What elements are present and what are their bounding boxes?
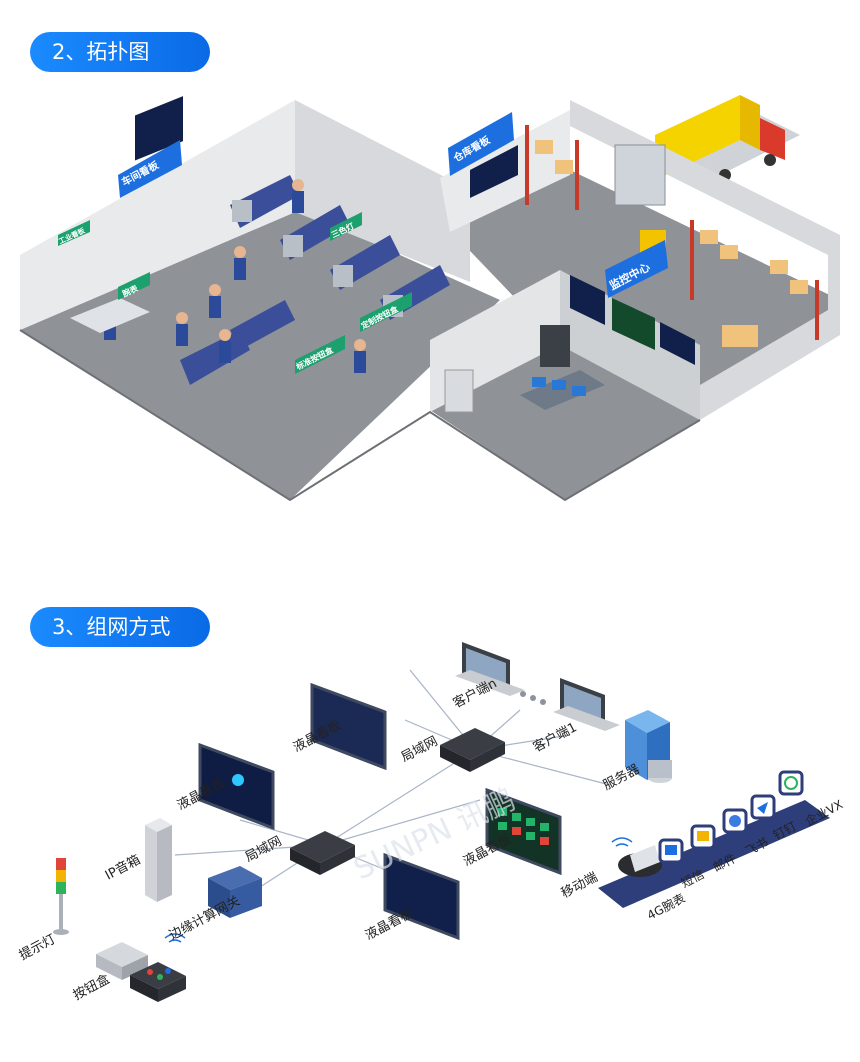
shelves	[525, 125, 819, 340]
section-title-networking: 3、组网方式	[30, 607, 210, 647]
label-client-1: 客户端1	[530, 719, 579, 755]
warehouse-right-wall	[570, 100, 840, 420]
ip-speaker-icon	[145, 818, 172, 902]
label-indicator-light: 提示灯	[16, 931, 58, 963]
section-title-topology: 2、拓扑图	[30, 32, 210, 72]
stack-light-icon	[53, 858, 69, 935]
warehouse-board-sign	[448, 112, 514, 176]
wifi-icon	[164, 933, 186, 943]
workshop-board-sign	[118, 140, 182, 198]
mobile-platform	[598, 800, 830, 908]
monitor-center-sign	[605, 240, 668, 298]
watch-icon	[618, 845, 662, 877]
app-icons	[658, 770, 804, 864]
label-server: 服务器	[600, 761, 642, 793]
warehouse-floor	[450, 170, 840, 420]
server-icon	[625, 710, 672, 783]
client-n-laptop	[455, 642, 525, 696]
label-channel-wecom: 企业VX	[802, 796, 845, 828]
lcd-board-bottom	[383, 852, 460, 941]
label-ip-speaker: IP音箱	[102, 852, 143, 884]
monitor-floor	[430, 345, 700, 500]
workshop-back-wall	[20, 100, 295, 330]
lcd-board-top	[310, 682, 387, 771]
label-edge-gateway: 边缘计算网关	[167, 894, 243, 944]
label-lan-right: 局域网	[399, 734, 440, 766]
workshop-right-wall	[295, 100, 470, 282]
workers	[104, 179, 366, 373]
edge-gateway-icon	[208, 866, 262, 918]
label-lan-center: 局域网	[243, 834, 284, 866]
client-1-laptop	[553, 678, 620, 731]
workshop-board-screen	[135, 96, 183, 161]
button-box-icon	[96, 942, 186, 1002]
label-button-box: 按钮盒	[70, 971, 112, 1003]
lcd-board-left	[198, 742, 275, 831]
lan-switch-right	[440, 728, 505, 772]
label-mobile: 移动端	[559, 870, 600, 902]
lan-switch-center	[290, 831, 355, 875]
